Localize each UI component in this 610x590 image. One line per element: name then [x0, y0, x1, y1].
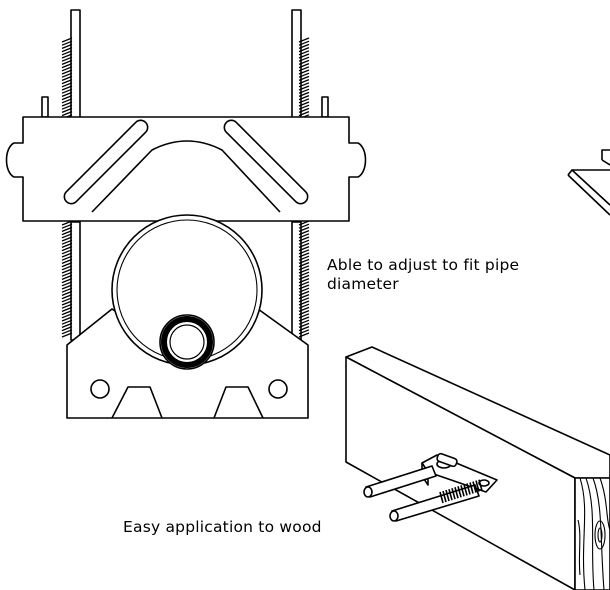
pipe-clamp: [5, 9, 367, 419]
wood-clamp: [363, 452, 498, 522]
right-hole: [268, 379, 288, 399]
left-notch: [111, 386, 163, 419]
wood-beam: [345, 346, 610, 590]
small-pipe: [159, 314, 215, 370]
right-threaded-rod: [291, 9, 310, 341]
wood-application-caption: Easy application to wood: [123, 518, 322, 536]
left-adjust-slot: [63, 119, 149, 205]
right-adjust-slot: [223, 119, 309, 205]
right-pin: [321, 96, 329, 118]
left-hole: [90, 379, 110, 399]
right-notch: [213, 386, 264, 419]
left-threaded-rod: [61, 9, 81, 341]
upper-clamp-bar: [5, 116, 367, 222]
pipe-adjust-caption-line2: diameter: [327, 275, 399, 293]
clamp-arch: [91, 140, 281, 213]
left-pin: [41, 96, 49, 118]
partial-bracket: [567, 149, 610, 216]
wood-grain: [577, 477, 610, 590]
pipe-adjust-caption-line1: Able to adjust to fit pipe: [327, 256, 520, 274]
